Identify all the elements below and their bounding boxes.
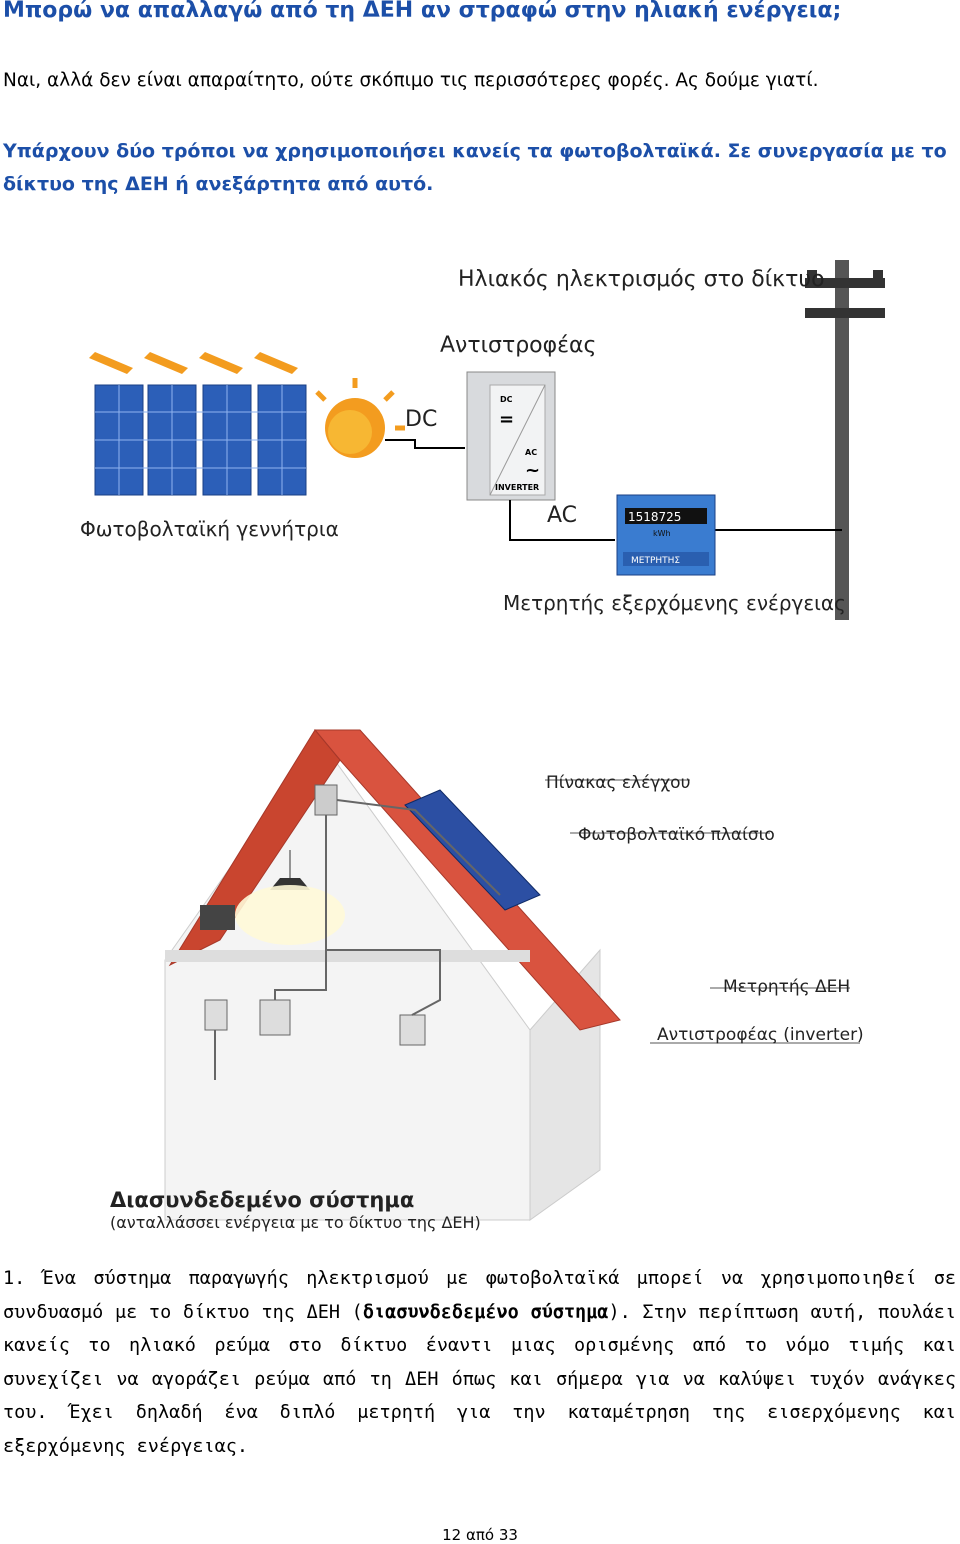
dei-meter-label: Μετρητής ΔΕΗ <box>723 977 850 997</box>
ac-label: AC <box>547 503 577 528</box>
utility-pole <box>805 260 885 620</box>
control-panel-box <box>314 784 338 816</box>
inverter-label: Αντιστροφέας <box>440 333 596 358</box>
floor-slab <box>165 950 530 962</box>
appliance <box>200 905 235 930</box>
inverter-tilde-text: ~ <box>525 460 540 481</box>
inverter-box: DC = AC ~ INVERTER <box>466 371 556 501</box>
connected-house-illustration: Πίνακας ελέγχου Φωτοβολταϊκό πλαίσιο Μετ… <box>110 729 864 1232</box>
page-title: Μπορώ να απαλλαγώ από τη ΔΕΗ αν στραφώ σ… <box>3 0 842 23</box>
meter-digits: 1518725 <box>628 510 681 524</box>
meter-unit: kWh <box>653 529 671 538</box>
dei-meter-box <box>259 999 291 1036</box>
generator-label: Φωτοβολταϊκή γεννήτρια <box>80 517 339 541</box>
body-part2: ). Στην περίπτωση αυτή, πουλάει κανείς τ… <box>3 1301 956 1457</box>
pv-panel-label: Φωτοβολταϊκό πλαίσιο <box>578 825 775 845</box>
ac-wire <box>509 500 842 541</box>
body-paragraph: 1. Ένα σύστημα παραγωγής ηλεκτρισμού με … <box>3 1262 956 1463</box>
output-meter-icon: 1518725 kWh ΜΕΤΡΗΤΗΣ <box>616 494 716 576</box>
pv-module <box>404 789 541 911</box>
house-wiring <box>214 799 501 1080</box>
control-panel-label: Πίνακας ελέγχου <box>546 773 690 793</box>
system-title: Διασυνδεδεμένο σύστημα <box>110 1188 414 1212</box>
sun-rays <box>89 352 298 374</box>
fuse-box <box>204 999 228 1031</box>
intro-paragraph: Ναι, αλλά δεν είναι απαραίτητο, ούτε σκό… <box>3 70 819 91</box>
body-bold-term: διασυνδεδεμένο σύστημα <box>362 1301 609 1323</box>
sun-icon <box>315 378 405 458</box>
body-part1: 1. Ένα σύστημα παραγωγής ηλεκτρισμού με … <box>3 1268 956 1323</box>
house-front-wall <box>164 739 531 1221</box>
system-subtitle: (ανταλλάσσει ενέργεια με το δίκτυο της Δ… <box>110 1213 481 1232</box>
label-leaders <box>545 779 860 1044</box>
inverter-eq-text: = <box>499 409 514 430</box>
solar-panel-array <box>94 384 307 496</box>
dc-label: DC <box>405 407 437 432</box>
inverter-box-small <box>399 1014 426 1046</box>
page-number: 12 από 33 <box>442 1526 518 1544</box>
dc-wire <box>385 439 465 449</box>
meter-name: ΜΕΤΡΗΤΗΣ <box>631 556 680 566</box>
lamp-icon <box>235 850 345 945</box>
inverter-label-house: Αντιστροφέας (inverter) <box>657 1025 864 1045</box>
inverter-ac-text: AC <box>525 448 537 457</box>
grid-label: Ηλιακός ηλεκτρισμός στο δίκτυο <box>458 267 825 292</box>
grid-connection-diagram: Ηλιακός ηλεκτρισμός στο δίκτυο Φωτοβολτα… <box>80 260 885 620</box>
inverter-dc-text: DC <box>500 395 513 404</box>
meter-label: Μετρητής εξερχόμενης ενέργειας <box>503 591 846 615</box>
inverter-name-text: INVERTER <box>495 483 539 492</box>
ways-paragraph: Υπάρχουν δύο τρόποι να χρησιμοποιήσει κα… <box>3 140 947 195</box>
